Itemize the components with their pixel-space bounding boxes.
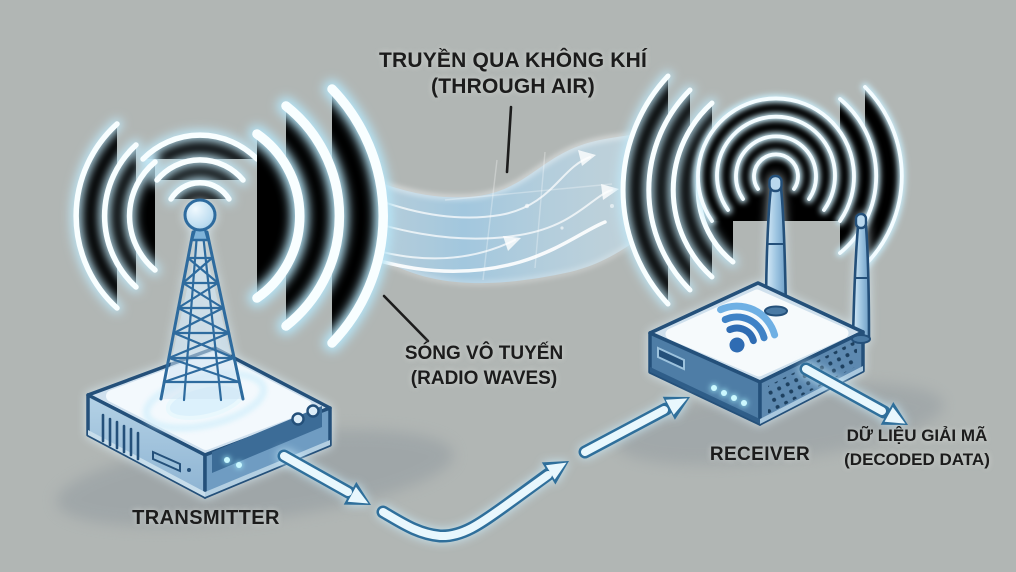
receiver-label: RECEIVER	[709, 444, 811, 465]
radio-tower-icon	[159, 198, 245, 402]
radio-waves-label-line2: (RADIO WAVES)	[410, 368, 558, 389]
through-air-label-line1: TRUYỀN QUA KHÔNG KHÍ	[378, 49, 648, 72]
radio-waves-label: SÓNG VÔ TUYẾN (RADIO WAVES)	[405, 341, 563, 391]
transmitter-label: TRANSMITTER	[132, 507, 280, 529]
receiver-antenna	[851, 212, 871, 342]
receiver-antenna	[764, 174, 788, 314]
data-flow-arrows	[277, 362, 908, 543]
decoded-data-label: DỮ LIỆU GIẢI MÃ (DECODED DATA)	[844, 424, 990, 472]
receiver-leds	[710, 384, 748, 407]
radio-waves-leader-line	[382, 294, 430, 343]
transmitter-device	[86, 198, 332, 499]
through-air-label: TRUYỀN QUA KHÔNG KHÍ (THROUGH AIR)	[379, 48, 647, 100]
through-air-label-line2: (THROUGH AIR)	[431, 75, 595, 98]
through-air-leader-line	[505, 105, 513, 174]
transmitter-button	[291, 412, 305, 426]
transmitter-vents	[101, 413, 140, 461]
decoded-data-label-line2: (DECODED DATA)	[844, 450, 990, 469]
decoded-data-label-line1: DỮ LIỆU GIẢI MÃ	[846, 426, 988, 445]
wifi-icon	[717, 302, 779, 353]
transmitter-button	[306, 404, 320, 418]
radio-waves-label-line1: SÓNG VÔ TUYẾN	[404, 343, 564, 364]
label-leader-lines	[382, 105, 513, 343]
